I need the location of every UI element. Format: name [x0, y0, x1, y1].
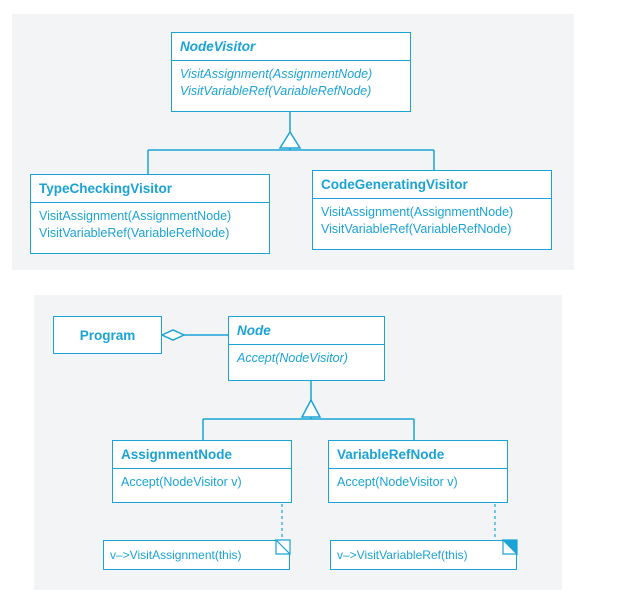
- node-class: Node Accept(NodeVisitor): [228, 316, 385, 381]
- note-fold-assignment: [274, 539, 291, 556]
- assignment-node-note: v–>VisitAssignment(this): [103, 540, 290, 570]
- node-name: Node: [229, 317, 384, 345]
- note-fold-variableref: [501, 539, 518, 556]
- assignment-node-class: AssignmentNode Accept(NodeVisitor v): [112, 440, 292, 503]
- node-visitor-ops: VisitAssignment(AssignmentNode) VisitVar…: [172, 61, 410, 105]
- code-generating-visitor-op: VisitVariableRef(VariableRefNode): [321, 222, 512, 236]
- assignment-node-ops: Accept(NodeVisitor v): [113, 469, 291, 496]
- type-checking-visitor-op: VisitAssignment(AssignmentNode): [39, 209, 232, 223]
- program-class: Program: [53, 316, 162, 354]
- node-visitor-op: VisitAssignment(AssignmentNode): [180, 67, 373, 81]
- node-ops: Accept(NodeVisitor): [229, 345, 384, 372]
- assignment-node-note-text: v–>VisitAssignment(this): [110, 548, 242, 562]
- assignment-node-op: Accept(NodeVisitor v): [121, 475, 242, 489]
- type-checking-visitor-class: TypeCheckingVisitor VisitAssignment(Assi…: [30, 174, 270, 254]
- code-generating-visitor-ops: VisitAssignment(AssignmentNode) VisitVar…: [313, 199, 551, 243]
- variable-ref-node-ops: Accept(NodeVisitor v): [329, 469, 507, 496]
- type-checking-visitor-ops: VisitAssignment(AssignmentNode) VisitVar…: [31, 203, 269, 247]
- type-checking-visitor-op: VisitVariableRef(VariableRefNode): [39, 226, 230, 240]
- variable-ref-node-name: VariableRefNode: [329, 441, 507, 469]
- code-generating-visitor-name: CodeGeneratingVisitor: [313, 171, 551, 199]
- variable-ref-node-note: v–>VisitVariableRef(this): [330, 540, 517, 570]
- code-generating-visitor-class: CodeGeneratingVisitor VisitAssignment(As…: [312, 170, 552, 250]
- node-visitor-class: NodeVisitor VisitAssignment(AssignmentNo…: [171, 32, 411, 112]
- assignment-node-name: AssignmentNode: [113, 441, 291, 469]
- variable-ref-node-class: VariableRefNode Accept(NodeVisitor v): [328, 440, 508, 503]
- node-visitor-op: VisitVariableRef(VariableRefNode): [180, 84, 372, 98]
- code-generating-visitor-op: VisitAssignment(AssignmentNode): [321, 205, 514, 219]
- node-op: Accept(NodeVisitor): [237, 351, 348, 365]
- type-checking-visitor-name: TypeCheckingVisitor: [31, 175, 269, 203]
- variable-ref-node-note-text: v–>VisitVariableRef(this): [337, 548, 468, 562]
- variable-ref-node-op: Accept(NodeVisitor v): [337, 475, 458, 489]
- node-visitor-name: NodeVisitor: [172, 33, 410, 61]
